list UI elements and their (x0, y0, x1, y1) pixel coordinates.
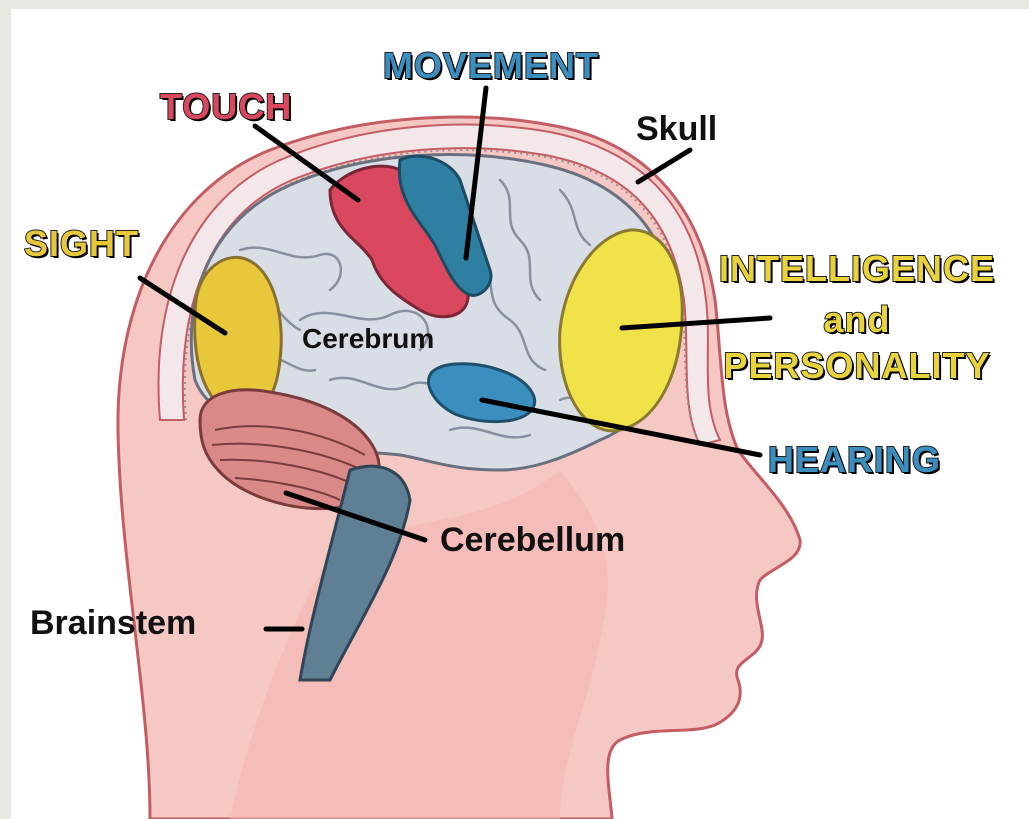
label-intelligence: INTELLIGENCE (685, 251, 1029, 287)
label-hearing: HEARING (768, 442, 941, 478)
brain-illustration (11, 9, 1029, 819)
diagram-stage: MOVEMENT TOUCH Skull SIGHT INTELLIGENCE … (11, 9, 1029, 819)
label-brainstem: Brainstem (30, 606, 196, 640)
label-skull: Skull (636, 112, 717, 146)
label-personality: PERSONALITY (685, 348, 1029, 384)
label-touch: TOUCH (160, 89, 292, 125)
label-cerebellum: Cerebellum (440, 523, 625, 557)
label-cerebrum: Cerebrum (302, 325, 434, 353)
label-and: and (685, 302, 1029, 338)
diagram-frame: MOVEMENT TOUCH Skull SIGHT INTELLIGENCE … (11, 9, 1029, 819)
label-sight: SIGHT (24, 226, 139, 262)
label-movement: MOVEMENT (383, 48, 599, 84)
